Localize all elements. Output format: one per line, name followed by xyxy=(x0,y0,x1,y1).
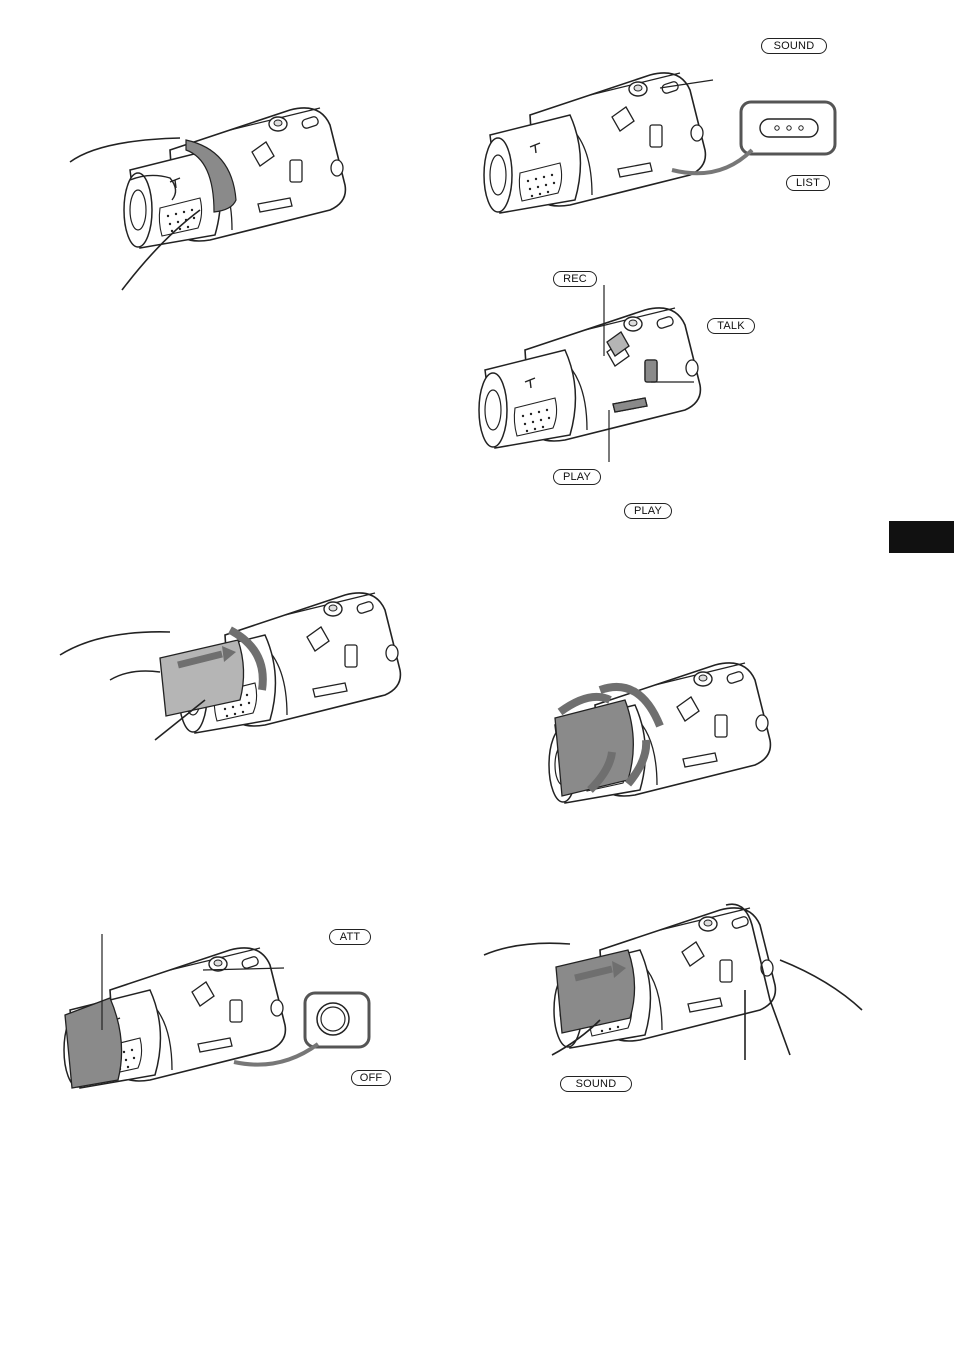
off-button-label: OFF xyxy=(351,1070,391,1086)
knob-att-off-illustration xyxy=(64,934,369,1088)
knob-rec-talk-play-illustration xyxy=(479,285,700,462)
list-button-label: LIST xyxy=(786,175,830,191)
att-button-label: ATT xyxy=(329,929,371,945)
rec-button-label: REC xyxy=(553,271,597,287)
knob-shuttle-illustration xyxy=(549,663,770,803)
knob-hold-push-illustration xyxy=(484,904,862,1060)
play-button-label-bottom: PLAY xyxy=(553,469,601,485)
knob-rotate-ring-illustration xyxy=(70,108,345,290)
sound-button-label-bottom: SOUND xyxy=(560,1076,632,1092)
section-index-tab xyxy=(889,521,954,553)
play-button-label-right: PLAY xyxy=(624,503,672,519)
talk-button-label: TALK xyxy=(707,318,755,334)
knob-sound-list-illustration xyxy=(484,73,835,213)
sound-button-label-top: SOUND xyxy=(761,38,827,54)
knob-push-rotate-illustration xyxy=(60,593,400,740)
